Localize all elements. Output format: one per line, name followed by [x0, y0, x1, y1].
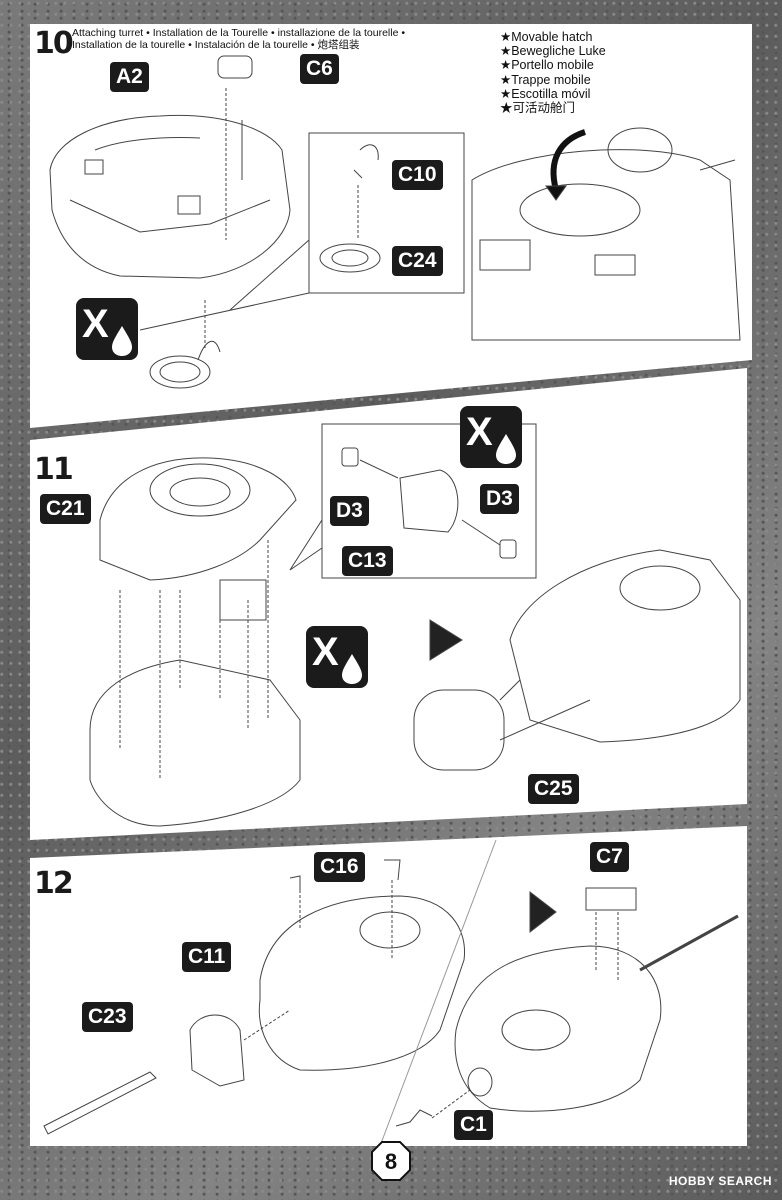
turret-assembled-drawing: [509, 549, 741, 743]
turret-bottom-drawing: [89, 659, 301, 827]
hatch-drawing: [149, 355, 211, 389]
page-number: 8: [370, 1140, 412, 1182]
turret-step12-drawing: [258, 895, 466, 1071]
hatch-note-line: ★可活动舱门: [500, 101, 576, 116]
part-c13-drawing: [399, 469, 459, 533]
part-label-c1: C1: [454, 1110, 493, 1140]
turret-top-c21-drawing: [99, 457, 297, 581]
part-c11-drawing: [189, 1014, 245, 1087]
part-label-c23: C23: [82, 1002, 133, 1032]
no-glue-icon: X: [460, 406, 522, 468]
part-label-c24: C24: [392, 246, 443, 276]
step-number-10: 10: [34, 26, 74, 61]
part-label-d3-left: D3: [330, 496, 369, 526]
step-number-12: 12: [34, 866, 74, 901]
step-10-panel: [30, 24, 752, 428]
no-glue-icon-label: X: [82, 302, 109, 346]
part-c23-barrel-drawing: [43, 1071, 157, 1135]
hatch-note-line: ★Movable hatch: [500, 30, 593, 44]
part-label-d3-right: D3: [480, 484, 519, 514]
hobby-search-watermark: HOBBY SEARCH: [668, 1174, 772, 1188]
turret-a2-drawing: [49, 114, 291, 279]
no-glue-icon: X: [76, 298, 138, 360]
no-glue-icon: X: [306, 626, 368, 688]
part-c10-drawing: [353, 144, 379, 179]
part-c24-drawing: [319, 243, 381, 273]
step-10-caption: Attaching turret • Installation de la To…: [72, 27, 405, 51]
page-number-text: 8: [384, 1149, 398, 1174]
part-label-c10: C10: [392, 160, 443, 190]
part-d3-left-drawing: [341, 447, 359, 467]
part-label-c6: C6: [300, 54, 339, 84]
part-c7-drawing: [585, 887, 637, 911]
part-label-c16: C16: [314, 852, 365, 882]
hatch-note-line: ★Bewegliche Luke: [500, 44, 606, 59]
part-label-c11: C11: [182, 942, 232, 972]
movable-hatch-note: ★Movable hatch ★Bewegliche Luke ★Portell…: [500, 30, 606, 115]
no-glue-icon-label: X: [466, 410, 493, 454]
callout-box-c10-c24: [308, 132, 465, 294]
part-label-c13: C13: [342, 546, 393, 576]
part-label-a2: A2: [110, 62, 149, 92]
part-c6-drawing: [217, 55, 253, 79]
caption-line: Attaching turret • Installation de la To…: [72, 27, 406, 39]
hatch-note-line: ★Trappe mobile: [500, 72, 591, 87]
step-12-panel: [30, 826, 747, 1146]
turret-final-drawing: [454, 945, 662, 1112]
parts-c16-drawing: [289, 859, 401, 890]
no-glue-icon-label: X: [312, 630, 339, 674]
step-11-panel: [30, 368, 747, 840]
part-label-c25: C25: [528, 774, 579, 804]
step-number-11: 11: [34, 452, 74, 487]
hatch-note-line: ★Escotilla móvil: [500, 86, 591, 101]
callout-box-c13-d3: [289, 423, 537, 579]
part-d3-right-drawing: [499, 539, 517, 559]
hatch-note-line: ★Portello mobile: [500, 58, 594, 73]
part-label-c7: C7: [590, 842, 629, 872]
part-label-c21: C21: [40, 494, 91, 524]
part-c1-drawing: [395, 1109, 433, 1127]
mantlet-frame-drawing: [219, 579, 267, 621]
part-c25-drawing: [413, 689, 505, 771]
caption-line: Installation de la tourelle • Instalació…: [72, 39, 360, 51]
